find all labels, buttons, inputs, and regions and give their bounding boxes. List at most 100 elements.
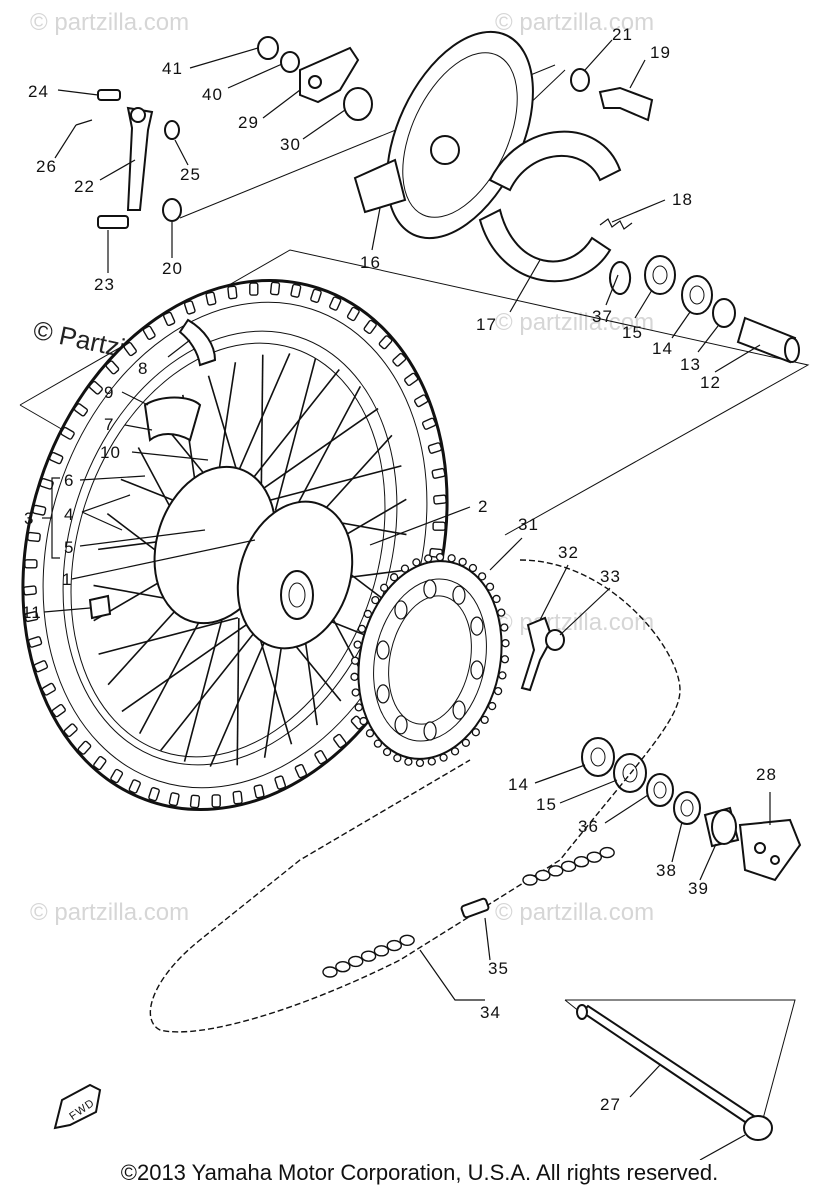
sprocket-tooth: [477, 572, 487, 581]
part-label-18: 18: [672, 190, 693, 209]
tread-block: [51, 703, 66, 718]
part-label-21: 21: [612, 25, 633, 44]
watermark-tile: © partzilla.com: [495, 9, 654, 36]
watermark-tile: © partzilla.com: [30, 9, 189, 36]
rear-sprocket: [350, 552, 510, 768]
sprocket-tooth: [427, 757, 436, 766]
tread-block: [27, 636, 43, 648]
chain-link: [586, 851, 602, 863]
sprocket-cutout: [423, 721, 437, 741]
part-label-27: 27: [600, 1095, 621, 1114]
tread-block: [211, 794, 221, 808]
part-label-5: 5: [64, 538, 74, 557]
sprocket-teeth: [350, 552, 510, 768]
sprocket-tooth: [412, 558, 421, 567]
chain-link: [335, 961, 351, 973]
tread-block: [189, 794, 201, 809]
tread-block: [27, 531, 41, 543]
sprocket-tooth: [363, 609, 372, 619]
tread-block: [431, 467, 446, 479]
part-label-24: 24: [28, 82, 49, 101]
part-label-13: 13: [680, 355, 701, 374]
part-label-37: 37: [592, 307, 613, 326]
chain-link: [560, 860, 577, 872]
part-label-12: 12: [700, 373, 721, 392]
tread-block: [249, 282, 259, 296]
spoke: [183, 609, 226, 762]
chain-links: [322, 846, 615, 978]
brake-shoes: [478, 130, 633, 283]
tread-block: [33, 660, 49, 673]
part-label-33: 33: [600, 567, 621, 586]
tread-block: [41, 682, 56, 696]
part-label-17: 17: [476, 315, 497, 334]
chain-link: [360, 950, 377, 962]
part-label-34: 34: [480, 1003, 501, 1022]
brake-plate: [353, 30, 534, 240]
hub-bearings-lower: [581, 737, 802, 882]
part-label-6: 6: [64, 471, 74, 490]
tread-block: [363, 319, 377, 335]
sprocket-tooth: [485, 582, 495, 591]
sprocket-tooth: [468, 563, 478, 573]
tread-block: [433, 494, 447, 505]
sprocket-tooth: [458, 557, 467, 567]
chain-link: [548, 865, 564, 877]
part-label-15-lower: 15: [536, 795, 557, 814]
sprocket-cutout: [452, 585, 466, 605]
chain-link: [573, 856, 590, 868]
tread-block: [232, 790, 243, 805]
watermark-tile: © partzilla.com: [495, 609, 654, 636]
part-label-28: 28: [756, 765, 777, 784]
part-label-20: 20: [162, 259, 183, 278]
part-label-30: 30: [280, 135, 301, 154]
part-label-14-lower: 14: [508, 775, 529, 794]
part-label-9: 9: [104, 383, 114, 402]
sprocket-tooth: [353, 640, 362, 649]
part-label-2: 2: [478, 497, 488, 516]
part-label-10: 10: [100, 443, 121, 462]
sprocket-cutout: [376, 640, 390, 660]
tread-block: [168, 792, 180, 807]
rear-wheel-exploded-diagram: © partzilla.com © partzilla.com © partzi…: [19, 9, 810, 1160]
spoke: [160, 614, 270, 752]
sprocket-tooth: [461, 738, 471, 747]
watermark-tile: © partzilla.com: [30, 899, 189, 926]
sprocket-tooth: [357, 624, 367, 634]
part-label-31: 31: [518, 515, 539, 534]
part-label-39: 39: [688, 879, 709, 898]
sprocket-tooth: [351, 688, 360, 697]
sprocket-tooth: [415, 758, 425, 768]
sprocket-fasteners: [520, 616, 565, 692]
tread-block: [227, 285, 238, 300]
part-label-4: 4: [64, 505, 74, 524]
sprocket-tooth: [493, 686, 503, 696]
tread-block: [404, 372, 419, 387]
part-label-25: 25: [180, 165, 201, 184]
part-label-23: 23: [94, 275, 115, 294]
part-label-1: 1: [62, 570, 72, 589]
part-label-22: 22: [74, 177, 95, 196]
chain-link: [535, 869, 551, 882]
tread-block: [269, 281, 281, 296]
part-number-labels: 41 40 29 30 24 26 22 25 20 23 16 17 21 1…: [22, 25, 777, 1114]
spoke: [274, 358, 317, 511]
chain-link: [399, 934, 415, 946]
sprocket-tooth: [488, 701, 497, 711]
part-label-41: 41: [162, 59, 183, 78]
tread-block: [421, 417, 437, 430]
sprocket-tooth: [492, 594, 501, 604]
tread-block: [88, 380, 103, 395]
tread-block: [163, 311, 176, 327]
sprocket-tooth: [450, 747, 460, 756]
rear-axle: [576, 1004, 773, 1160]
tread-block: [294, 763, 307, 779]
sprocket-tooth: [359, 716, 368, 726]
sprocket-tooth: [365, 729, 375, 738]
spoke: [246, 407, 379, 501]
sprocket-cutout: [376, 684, 390, 704]
tread-block: [24, 611, 39, 623]
watermark-tile: © partzilla.com: [495, 899, 654, 926]
sprocket-cutout: [452, 700, 466, 720]
